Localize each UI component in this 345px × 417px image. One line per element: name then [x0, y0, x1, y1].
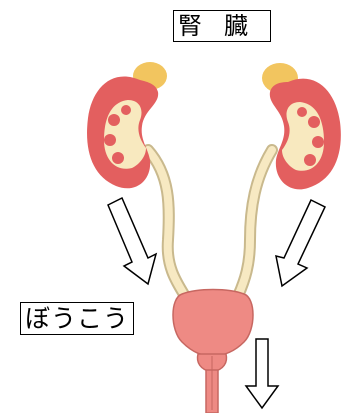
bladder-label: ぼうこう — [20, 302, 134, 335]
arrow-bladder-down — [246, 339, 278, 408]
kidney-label: 腎臓 — [173, 10, 271, 42]
arrow-right-kidney-to-bladder — [276, 200, 325, 286]
bladder-icon — [173, 290, 253, 414]
arrow-left-kidney-to-bladder — [108, 198, 156, 284]
kidney-right-icon — [262, 63, 341, 189]
